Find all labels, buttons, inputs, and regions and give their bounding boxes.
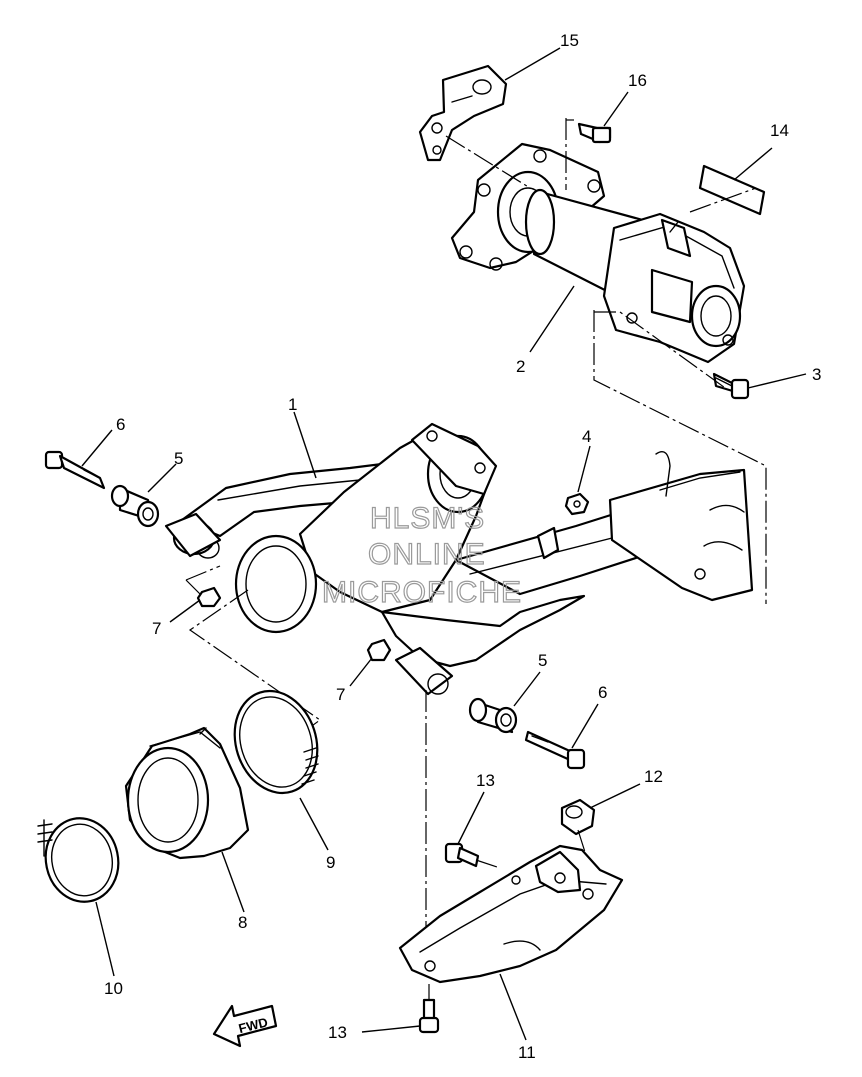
bracket-part-15 [418, 64, 508, 162]
decal-part-14 [698, 164, 766, 216]
callout-9: 9 [326, 853, 335, 872]
callout-labels: 15 16 14 2 3 1 6 5 4 7 7 5 6 13 12 9 8 1… [104, 31, 821, 1062]
callout-1: 1 [288, 395, 297, 414]
cushion-part-12 [560, 798, 596, 836]
clamp-band-part-10 [37, 817, 120, 903]
boot-part-8 [124, 726, 250, 860]
callout-15: 15 [560, 31, 579, 50]
guard-part-11 [398, 844, 624, 984]
callout-4: 4 [582, 427, 591, 446]
bushing-part-5a [110, 484, 160, 528]
callout-6-upper: 6 [116, 415, 125, 434]
forward-direction-arrow: FWD [212, 1004, 278, 1048]
callout-2: 2 [516, 357, 525, 376]
bolt-part-13b [418, 998, 440, 1034]
forward-label: FWD [237, 1014, 269, 1036]
callout-5-upper: 5 [174, 449, 183, 468]
watermark-line-3: MICROFICHE [322, 576, 522, 609]
callout-13-lower: 13 [328, 1023, 347, 1042]
bolt-part-6a [44, 450, 106, 490]
bolt-part-13a [444, 842, 480, 868]
seal-ring-part-9 [233, 689, 319, 795]
callout-13-upper: 13 [476, 771, 495, 790]
watermark: HLSM'S ONLINE MICROFICHE [321, 501, 522, 609]
callout-16: 16 [628, 71, 647, 90]
callout-7-right: 7 [336, 685, 345, 704]
axle-housing-part-2 [450, 142, 746, 364]
watermark-line-1: HLSM'S [370, 502, 485, 535]
callout-11: 11 [518, 1043, 536, 1062]
boot-ring-part [234, 534, 318, 634]
callout-12: 12 [644, 767, 663, 786]
bushing-part-5b [468, 697, 518, 734]
callout-14: 14 [770, 121, 789, 140]
callout-5-lower: 5 [538, 651, 547, 670]
callout-8: 8 [238, 913, 247, 932]
nut-part-4 [564, 492, 590, 516]
watermark-line-2: ONLINE [368, 538, 486, 571]
callout-6-lower: 6 [598, 683, 607, 702]
swing-arm-part-1 [164, 422, 754, 696]
callout-3: 3 [812, 365, 821, 384]
nut-part-7b [366, 638, 392, 662]
callout-10: 10 [104, 979, 123, 998]
bolt-part-6b [524, 730, 586, 770]
nut-part-7a [196, 586, 222, 608]
callout-7-left: 7 [152, 619, 161, 638]
bolt-part-16 [577, 122, 612, 144]
bolt-part-3 [712, 372, 750, 400]
